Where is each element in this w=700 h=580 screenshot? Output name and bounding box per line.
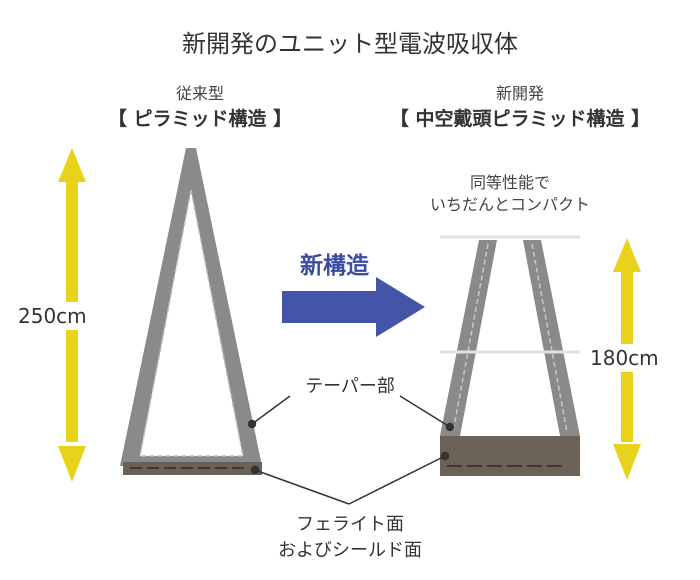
right-height-label: 180cm — [590, 344, 680, 372]
left-caption: 従来型 — [175, 84, 224, 103]
left-height-arrow — [58, 148, 86, 482]
right-note-line1: 同等性能で — [469, 173, 550, 192]
diagram-title: 新開発のユニット型電波吸収体 — [182, 30, 518, 58]
new-structure-label: 新構造 — [300, 253, 369, 279]
right-truncated-pyramid — [440, 235, 580, 476]
ferrite-label-line2: およびシールド面 — [278, 540, 422, 561]
taper-leader-lines — [247, 395, 455, 432]
right-ferrite-base — [440, 436, 580, 476]
right-structure-label: 【 中空戴頭ピラミッド構造 】 — [389, 108, 651, 130]
right-caption: 新開発 — [495, 84, 544, 103]
right-note-line2: いちだんとコンパクト — [429, 195, 590, 214]
left-structure-label: 【 ピラミッド構造 】 — [107, 108, 293, 130]
taper-label: テーパー部 — [305, 376, 395, 397]
new-structure-arrow — [282, 277, 425, 337]
ferrite-leader-lines — [250, 451, 450, 505]
left-pyramid — [120, 148, 262, 475]
ferrite-label-line1: フェライト面 — [296, 514, 404, 535]
left-height-label: 250cm — [18, 302, 128, 330]
